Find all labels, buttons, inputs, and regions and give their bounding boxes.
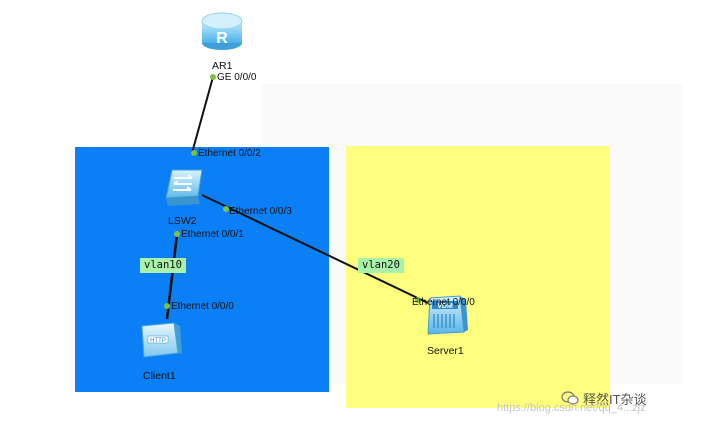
watermark-brand: 释然IT杂谈 (583, 392, 647, 407)
client-screen-text: HTTP (150, 338, 166, 344)
interface-label-server-eth000: Ethernet 0/0/0 (412, 297, 475, 308)
switch-name: LSW2 (168, 215, 197, 227)
vlan10-zone (75, 147, 329, 392)
vlan20-zone (346, 146, 610, 408)
router-name: AR1 (212, 60, 233, 72)
server-badge: VDM (437, 303, 453, 310)
port-dot (415, 297, 421, 303)
port-dot (191, 150, 197, 156)
client1[interactable]: HTTP (136, 320, 184, 367)
port-dot (223, 206, 229, 212)
port-dot (164, 303, 170, 309)
vlan10-tag: vlan10 (140, 258, 186, 273)
switch-lsw2[interactable] (162, 168, 206, 213)
link-ar1-lsw2[interactable] (191, 76, 214, 154)
client-name: Client1 (143, 370, 176, 382)
watermark-url: https://blog.csdn.net/qq_4...zjz (497, 402, 646, 414)
router-glyph: R (216, 30, 228, 47)
vlan20-tag: vlan20 (358, 258, 404, 273)
client-pc-icon: HTTP (141, 322, 182, 358)
router-ar1[interactable]: R (199, 9, 245, 58)
interface-label-eth002: Ethernet 0/0/2 (198, 148, 261, 159)
link-lsw2-server1[interactable] (201, 194, 429, 304)
server-name: Server1 (427, 345, 464, 357)
switch-icon (165, 169, 203, 206)
port-dot (210, 74, 216, 80)
interface-label-ge000: GE 0/0/0 (217, 72, 257, 83)
port-dot (174, 231, 180, 237)
wechat-icon (561, 391, 579, 410)
interface-label-eth003: Ethernet 0/0/3 (229, 206, 292, 217)
interface-label-client-eth000: Ethernet 0/0/0 (171, 301, 234, 312)
router-icon: R (201, 12, 243, 50)
server-icon: VDM (427, 295, 468, 335)
server1[interactable]: VDM (424, 292, 468, 341)
interface-label-eth001: Ethernet 0/0/1 (181, 229, 244, 240)
